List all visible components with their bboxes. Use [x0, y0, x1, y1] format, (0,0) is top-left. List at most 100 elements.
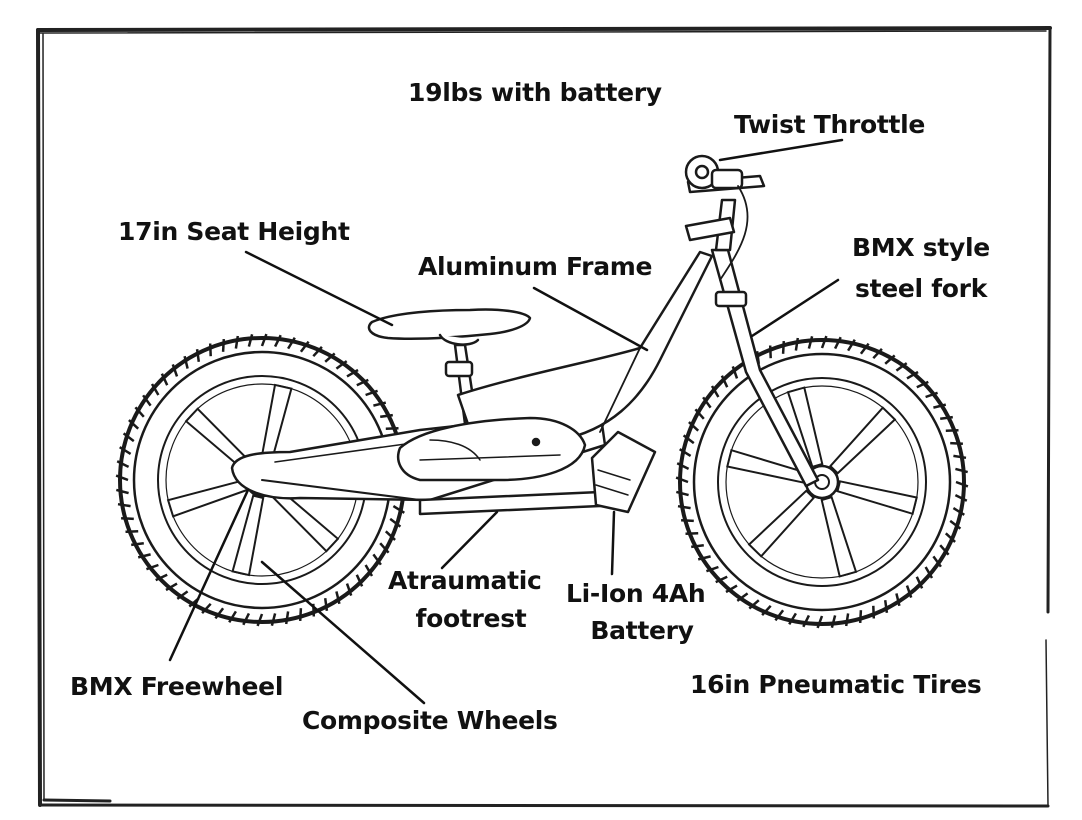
- tread-mark: [392, 505, 405, 514]
- leader-battery: [610, 510, 616, 576]
- tread-mark: [335, 360, 348, 370]
- tread-mark: [142, 394, 152, 407]
- tread-mark: [116, 460, 130, 469]
- tread-mark: [287, 337, 296, 350]
- tread-mark: [677, 504, 691, 510]
- tread-mark: [788, 612, 797, 625]
- leader-fork: [750, 278, 840, 338]
- tread-mark: [916, 380, 929, 389]
- leader-frame: [532, 286, 649, 352]
- tread-mark: [121, 516, 134, 521]
- wheel-spoke: [820, 495, 858, 578]
- label-pneumatic-tires: 16in Pneumatic Tires: [690, 670, 982, 699]
- tread-mark: [720, 375, 729, 388]
- tread-mark: [816, 615, 824, 629]
- tread-mark: [858, 610, 863, 623]
- tread-mark: [682, 434, 695, 445]
- label-footrest-line2: footrest: [415, 604, 527, 633]
- tread-mark: [955, 467, 969, 474]
- tread-mark: [270, 613, 277, 627]
- tread-mark: [802, 614, 811, 628]
- tread-mark: [953, 454, 967, 460]
- tread-mark: [950, 441, 963, 446]
- tread-mark: [725, 584, 738, 594]
- tread-mark: [694, 408, 705, 420]
- tread-mark: [872, 348, 883, 360]
- label-fork-line2: steel fork: [855, 274, 988, 303]
- label-battery-line1: Li-Ion 4Ah: [566, 579, 706, 608]
- tread-mark: [884, 354, 896, 365]
- label-aluminum-frame: Aluminum Frame: [418, 252, 653, 281]
- tread-mark: [389, 517, 402, 528]
- tread-mark: [256, 613, 264, 627]
- tread-mark: [940, 415, 953, 421]
- tread-mark: [675, 490, 689, 497]
- tread-mark: [807, 335, 814, 349]
- tread-mark: [165, 582, 178, 592]
- tread-mark: [284, 611, 290, 625]
- wheel-spoke: [836, 480, 918, 516]
- tread-mark: [137, 553, 151, 559]
- tread-mark: [365, 389, 379, 397]
- tread-mark: [905, 585, 913, 599]
- tread-mark: [895, 593, 901, 607]
- tread-mark: [273, 334, 282, 348]
- label-weight: 19lbs with battery: [408, 78, 662, 107]
- tread-mark: [872, 605, 876, 619]
- tread-mark: [681, 518, 694, 523]
- label-twist-throttle: Twist Throttle: [734, 110, 926, 139]
- tread-mark: [115, 474, 129, 482]
- tread-mark: [710, 385, 720, 398]
- tread-mark: [115, 488, 129, 495]
- tread-mark: [171, 363, 179, 377]
- tread-mark: [685, 532, 699, 536]
- tread-mark: [201, 602, 212, 614]
- tread-mark: [384, 530, 396, 541]
- tread-mark: [774, 609, 785, 622]
- tread-mark: [125, 530, 139, 534]
- tread-mark: [117, 502, 131, 508]
- tread-mark: [379, 542, 390, 554]
- tread-mark: [830, 615, 837, 629]
- leader-wheels: [260, 560, 426, 705]
- tread-mark: [364, 564, 374, 577]
- tread-mark: [356, 378, 369, 387]
- leader-footrest: [440, 510, 499, 570]
- tread-mark: [128, 419, 140, 430]
- tread-mark: [731, 365, 739, 379]
- tread-mark: [768, 345, 772, 359]
- tread-mark: [676, 462, 690, 471]
- label-bmx-freewheel: BMX Freewheel: [70, 672, 284, 701]
- tread-mark: [176, 590, 189, 600]
- tread-mark: [335, 591, 341, 605]
- tread-mark: [208, 343, 212, 357]
- tread-mark: [131, 541, 144, 547]
- tread-mark: [134, 406, 145, 418]
- tread-mark: [380, 413, 393, 419]
- tread-mark: [298, 608, 303, 621]
- tread-mark: [736, 592, 749, 602]
- tread-mark: [820, 335, 828, 349]
- wheel-spoke: [829, 406, 897, 475]
- tread-mark: [228, 610, 237, 623]
- tread-mark: [702, 396, 712, 409]
- tread-mark: [183, 355, 189, 369]
- tread-mark: [949, 519, 962, 530]
- tread-mark: [346, 368, 359, 378]
- bike-frame: [230, 154, 820, 516]
- front-tire-tread: [675, 335, 969, 629]
- tread-mark: [932, 555, 942, 568]
- tread-mark: [195, 349, 201, 362]
- tread-mark: [915, 576, 924, 589]
- tread-mark: [150, 383, 160, 396]
- front-wheel: [678, 338, 966, 626]
- tread-mark: [221, 339, 226, 352]
- tread-mark: [122, 432, 135, 443]
- tread-mark: [939, 544, 950, 556]
- tread-mark: [895, 362, 908, 372]
- tread-mark: [119, 446, 132, 455]
- tread-mark: [299, 340, 310, 353]
- tread-mark: [705, 565, 719, 573]
